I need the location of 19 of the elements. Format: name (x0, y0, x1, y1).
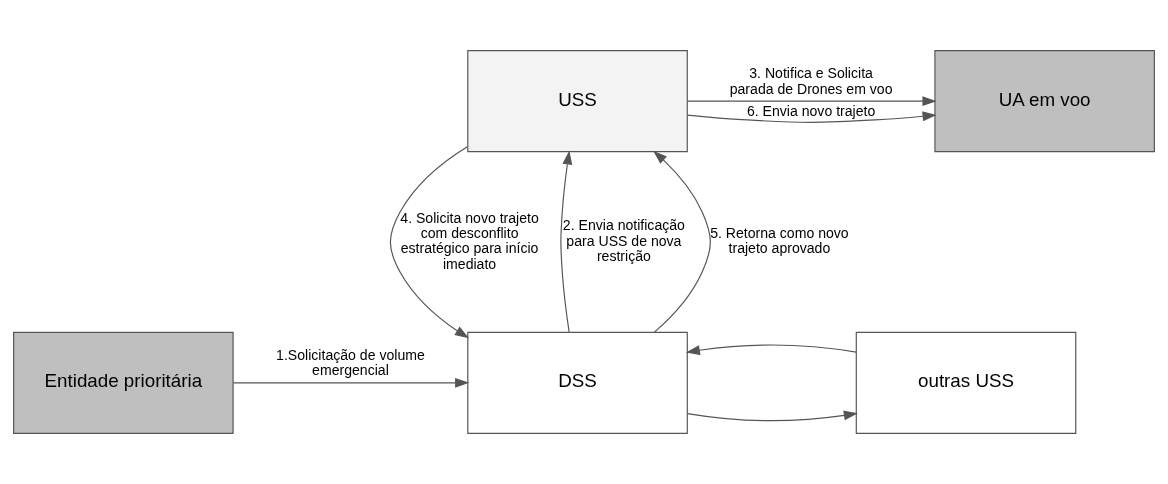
node-box: outras USS (855, 331, 1077, 434)
edge-label: 4. Solicita novo trajeto com desconflito estratégico para início imediato (400, 209, 539, 272)
arrow (686, 111, 937, 123)
node-box: USS (467, 50, 688, 153)
arrow (685, 344, 857, 356)
arrow (686, 410, 858, 422)
node-box: DSS (467, 331, 688, 434)
edge-label: 2. Envia notificação para USS de nova restrição (562, 217, 685, 264)
edge-label: 1.Solicitação de volume emergencial (276, 347, 425, 379)
edge-label: 5. Retorna como novo trajeto aprovado (710, 225, 849, 257)
arrow (686, 96, 937, 107)
arrow (389, 146, 469, 339)
arrow (560, 150, 573, 333)
node-box: UA em voo (934, 50, 1155, 153)
arrow (653, 150, 711, 333)
edge-label: 3. Notifica e Solicita parada de Drones em voo (729, 65, 893, 97)
node-box: Entidade prioritária (13, 331, 234, 434)
arrow (232, 377, 470, 388)
edge-label: 6. Envia novo trajeto (746, 102, 876, 119)
